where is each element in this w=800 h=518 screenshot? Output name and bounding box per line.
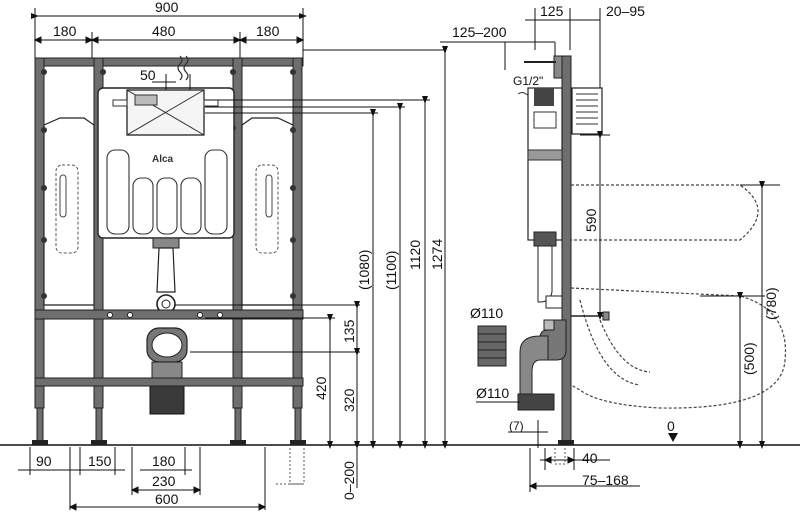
pipe-diameter-bottom: Ø110 (476, 385, 509, 401)
dim-75-168: 75–168 (582, 472, 629, 488)
pipe-diameter-top: Ø110 (470, 305, 503, 321)
dim-20-95: 20–95 (606, 3, 645, 19)
dim-500: (500) (741, 342, 757, 375)
brand-logo: Alca (152, 154, 174, 165)
top-rail (34, 57, 304, 67)
dim-40: 40 (582, 450, 598, 466)
pipe-sleeve-top (477, 325, 507, 367)
dim-0-200: 0–200 (341, 461, 357, 500)
dim-left-width: 180 (53, 23, 77, 39)
dim-center-width: 480 (152, 23, 176, 39)
flush-pipe (156, 247, 176, 293)
dim-1080: (1080) (356, 250, 372, 290)
cistern-side (527, 87, 563, 241)
thread-label: G1/2" (513, 74, 543, 88)
top-dimensions (31, 8, 307, 60)
dim-1100: (1100) (383, 251, 399, 290)
dim-600: 600 (155, 491, 179, 507)
dim-320: 320 (341, 388, 357, 412)
dim-right-width: 180 (256, 23, 280, 39)
zero-level-label: 0 (667, 418, 675, 434)
side-view: 125 20–95 125–200 G1/2" (440, 3, 787, 492)
dim-1120: 1120 (407, 240, 423, 270)
dim-90: 90 (36, 453, 52, 469)
dim-230: 230 (152, 473, 176, 489)
left-outer-post (34, 57, 45, 409)
dim-420: 420 (313, 376, 329, 400)
dim-7: (7) (509, 419, 524, 433)
drain-pipe (149, 385, 185, 415)
right-side-panel (241, 117, 294, 306)
right-outer-post (292, 57, 303, 409)
dim-125-side: 125 (540, 3, 564, 19)
dim-1274: 1274 (429, 239, 445, 270)
dim-780: (780) (763, 287, 779, 320)
left-side-panel (43, 117, 95, 306)
dim-135: 135 (341, 319, 357, 343)
flush-pipe-connector (152, 237, 180, 249)
bottom-rail (34, 377, 304, 387)
dim-590: 590 (583, 208, 599, 232)
flush-plate-frame (571, 87, 603, 135)
dim-150: 150 (88, 453, 112, 469)
side-frame-post (561, 55, 572, 445)
dim-180-bottom: 180 (152, 453, 176, 469)
dim-inlet-offset: 50 (140, 67, 156, 83)
dim-overall-width: 900 (155, 0, 179, 15)
dim-125-200: 125–200 (452, 24, 507, 40)
zero-level-marker (668, 433, 678, 442)
middle-rail (34, 309, 304, 320)
